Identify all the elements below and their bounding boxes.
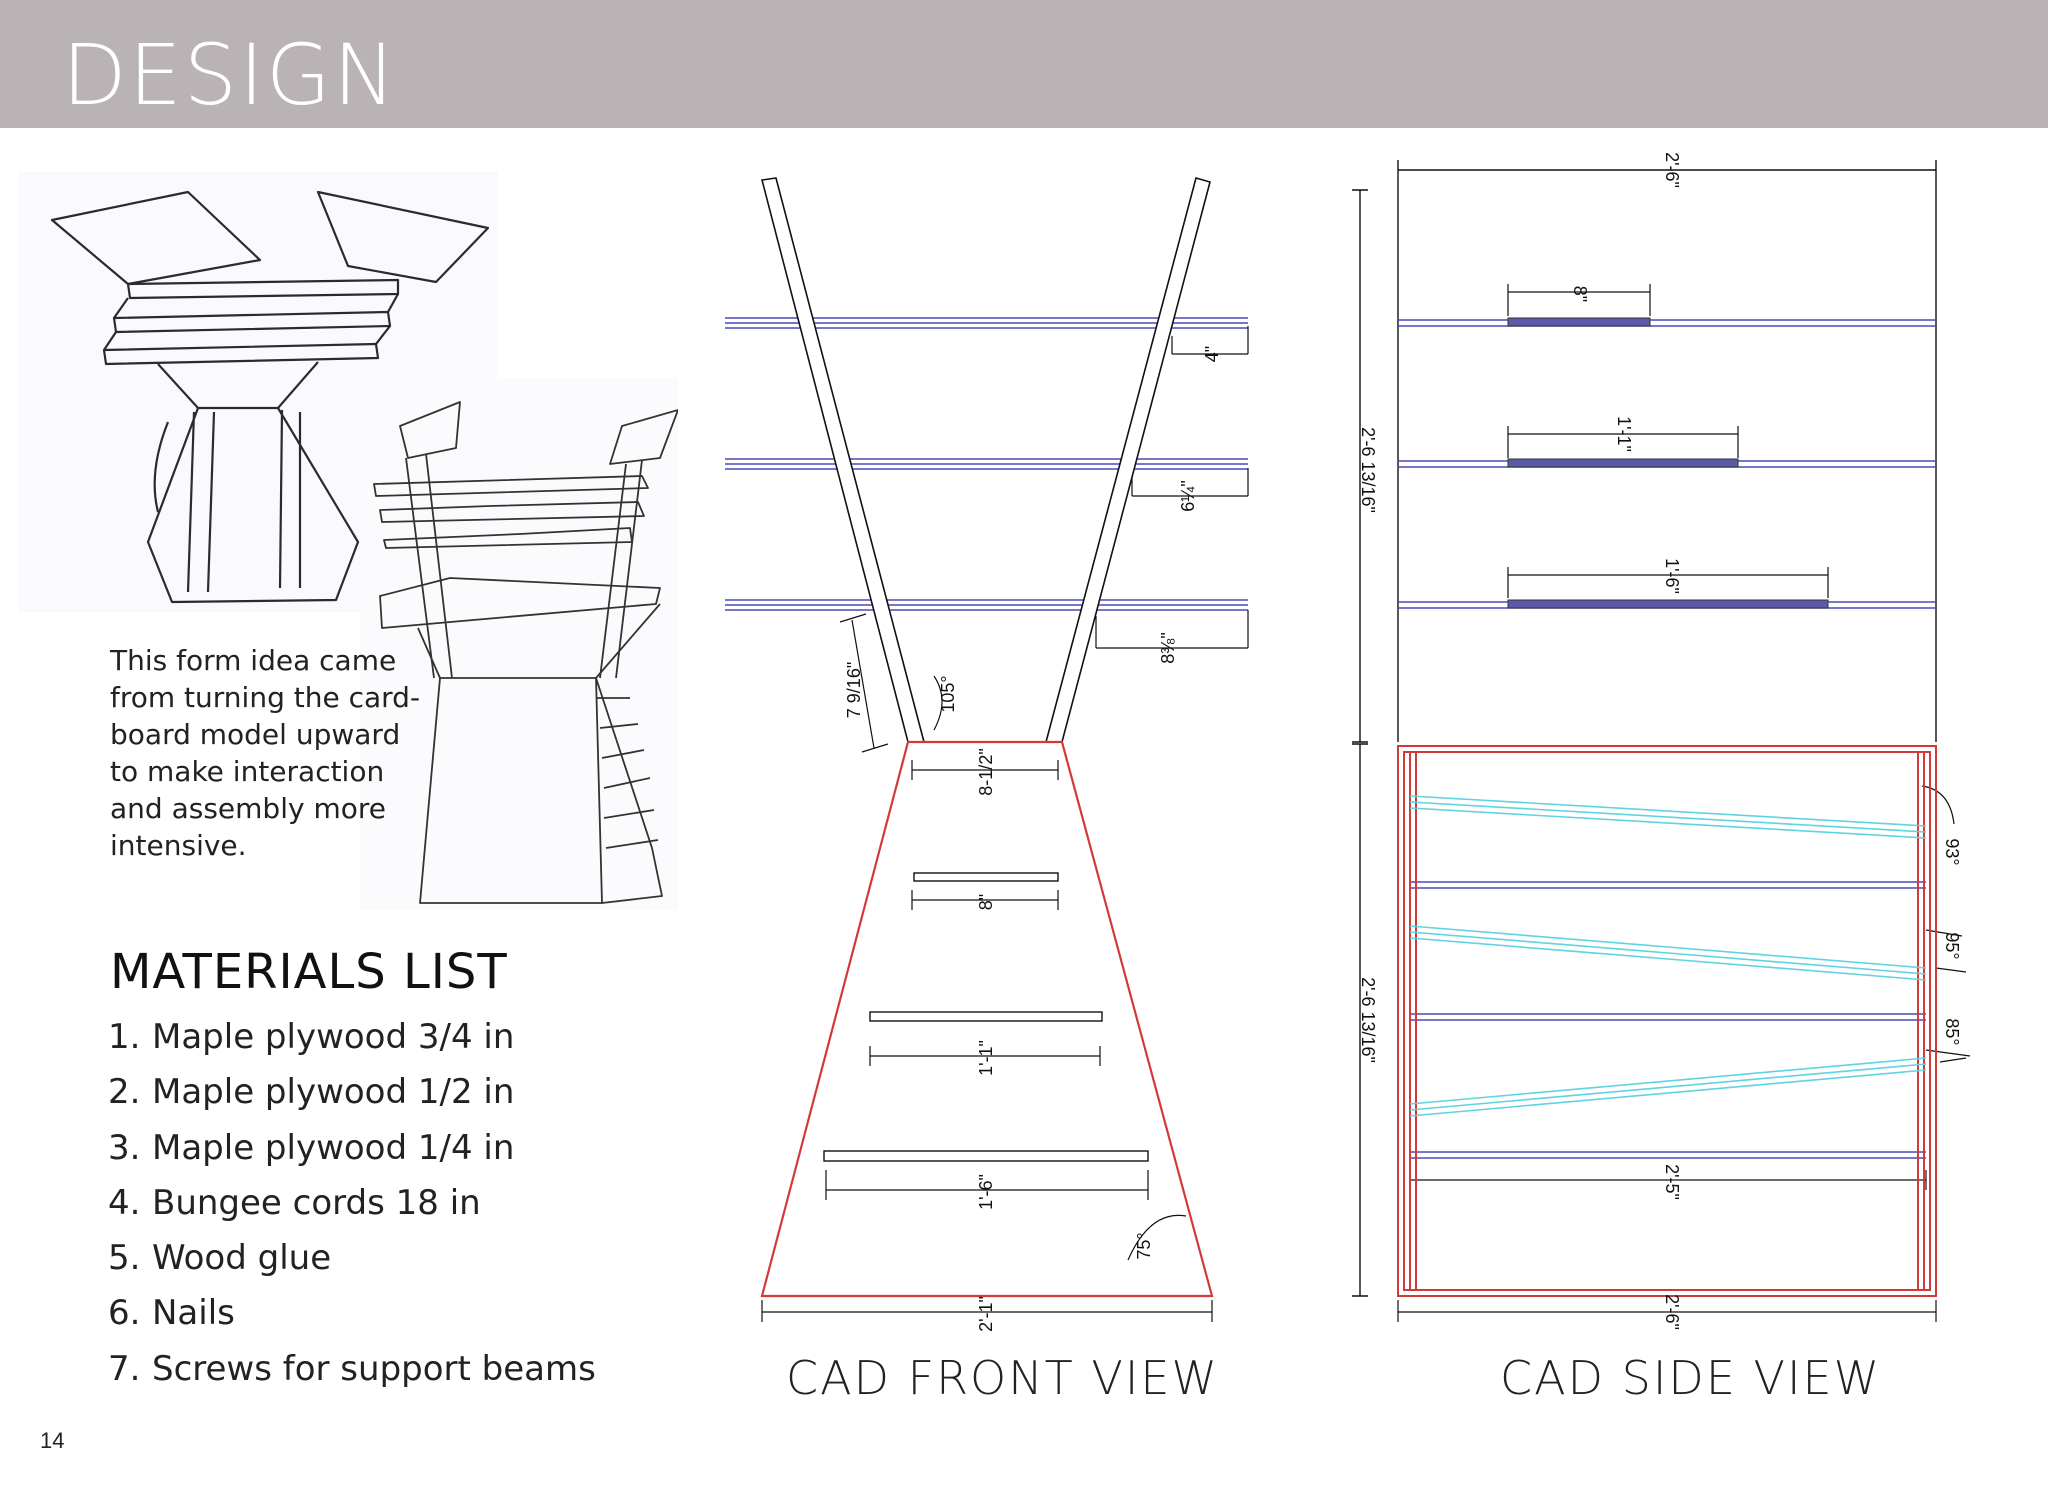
side-dim-base-width: 2'-6" (1662, 1294, 1682, 1330)
side-dim-shelf-1: 8" (1570, 286, 1590, 302)
side-dim-shelf-3: 1'-6" (1662, 558, 1682, 594)
list-item-number: 2. (108, 1072, 141, 1113)
cad-side-view: 2'-6" 8" 1'-1" 1'-6" 2'-6 13/16" 2'-6 13… (1352, 152, 1971, 1330)
front-dim-shelf-gap-mid: 6¼" (1178, 480, 1198, 511)
list-item-text: Maple plywood 1/2 in (152, 1072, 515, 1113)
list-item-number: 1. (108, 1017, 141, 1057)
page-number: 14 (40, 1428, 65, 1453)
side-dim-angle-2: 95° (1942, 932, 1962, 959)
list-item-number: 6. (108, 1293, 141, 1334)
list-item: 6. Nails (108, 1286, 596, 1341)
description-line: intensive. (110, 829, 247, 862)
list-item-text: Maple plywood 1/4 in (152, 1127, 515, 1168)
front-dim-shelf-1: 8" (976, 894, 996, 910)
side-dim-shelf-2: 1'-1" (1614, 416, 1634, 452)
materials-list: 1. Maple plywood 3/4 in 2. Maple plywood 1… (108, 1010, 596, 1397)
front-dim-leg-length: 7 9/16" (844, 662, 864, 718)
side-dim-upper-height: 2'-6 13/16" (1358, 427, 1378, 513)
list-item-text: Wood glue (152, 1238, 332, 1279)
description-line: from turning the card- (110, 681, 421, 714)
materials-list-title: MATERIALS LIST (110, 944, 508, 1000)
description-line: board model upward (110, 718, 401, 751)
front-dim-top-width: 8-1/2" (976, 748, 996, 795)
page-header: DESIGN (0, 0, 2048, 128)
list-item: 4. Bungee cords 18 in (108, 1176, 596, 1231)
design-description: This form idea came from turning the car… (110, 642, 421, 864)
front-dim-angle-base: 75° (1134, 1232, 1154, 1259)
side-dim-lower-height: 2'-6 13/16" (1358, 977, 1378, 1063)
page-title: DESIGN (62, 26, 398, 124)
front-dim-shelf-3: 1'-6" (976, 1174, 996, 1210)
list-item-text: Nails (152, 1293, 235, 1334)
list-item: 5. Wood glue (108, 1231, 596, 1286)
front-dim-base-width: 2'-1" (976, 1296, 996, 1332)
description-line: to make interaction (110, 755, 385, 788)
front-view-caption: CAD FRONT VIEW (786, 1351, 1219, 1405)
cad-front-view: 4" 6¼" 8⅜" 7 9/16" 105° 8-1/2" 8" 1'-1" … (725, 177, 1249, 1332)
list-item-number: 5. (108, 1238, 141, 1279)
list-item-number: 7. (108, 1348, 141, 1389)
side-dim-angle-1: 93° (1942, 838, 1962, 865)
list-item: 3. Maple plywood 1/4 in (108, 1121, 596, 1176)
description-line: and assembly more (110, 792, 386, 825)
front-dim-shelf-gap-top: 4" (1202, 346, 1222, 362)
list-item-text: Screws for support beams (152, 1348, 596, 1389)
list-item-text: Maple plywood 3/4 in (152, 1017, 515, 1057)
front-dim-shelf-2: 1'-1" (976, 1040, 996, 1076)
list-item: 7. Screws for support beams (108, 1342, 596, 1397)
side-dim-top-width: 2'-6" (1662, 152, 1682, 188)
front-dim-angle-top: 105° (938, 675, 958, 712)
list-item-text: Bungee cords 18 in (152, 1182, 481, 1223)
list-item-number: 3. (108, 1127, 141, 1168)
side-view-caption: CAD SIDE VIEW (1500, 1351, 1882, 1405)
list-item-number: 4. (108, 1182, 141, 1223)
list-item: 2. Maple plywood 1/2 in (108, 1065, 596, 1120)
concept-sketch-2 (360, 378, 678, 910)
description-line: This form idea came (110, 644, 397, 677)
front-dim-shelf-gap-low: 8⅜" (1158, 632, 1178, 663)
list-item: 1. Maple plywood 3/4 in (108, 1010, 596, 1065)
side-dim-inner-width: 2'-5" (1662, 1164, 1682, 1200)
side-dim-angle-3: 85° (1942, 1018, 1962, 1045)
